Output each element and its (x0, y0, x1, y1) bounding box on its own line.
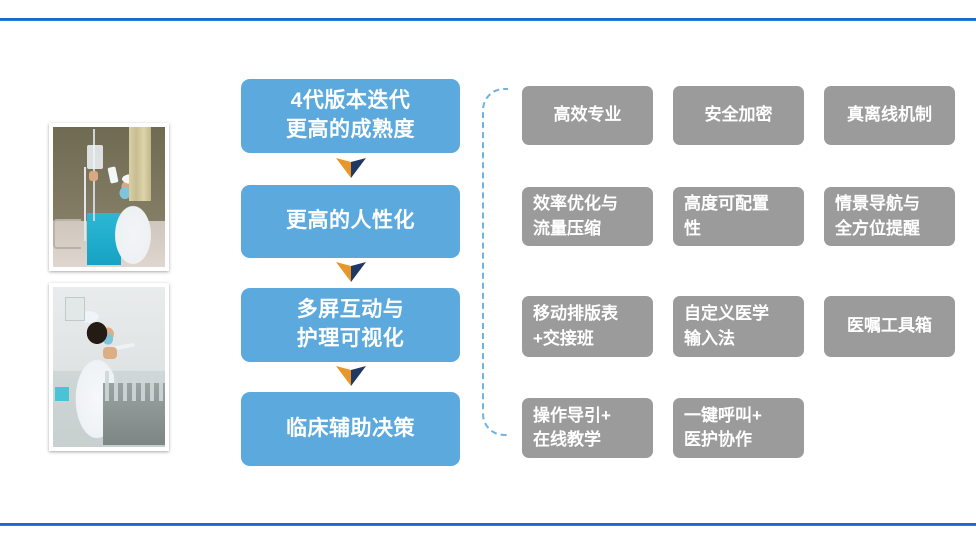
photo-nurse-iv (49, 123, 169, 271)
chevron-down-icon-2 (336, 262, 366, 282)
flow-step-1[interactable]: 4代版本迭代更高的成熟度 (241, 79, 460, 153)
bed-rail (53, 219, 81, 249)
flow-step-4[interactable]: 临床辅助决策 (241, 392, 460, 466)
feature-box-label: 安全加密 (704, 105, 773, 125)
flow-step-3[interactable]: 多屏互动与护理可视化 (241, 288, 460, 362)
nurse-hand (89, 171, 98, 181)
feature-box-label: 情景导航与全方位提醒 (835, 194, 920, 238)
flow-step-1-label: 4代版本迭代更高的成熟度 (286, 89, 415, 141)
feature-box-label: 操作导引+在线教学 (533, 405, 611, 449)
feature-box-r1-c1[interactable]: 高效专业 (522, 86, 653, 145)
feature-box-r3-c2[interactable]: 自定义医学输入法 (673, 296, 804, 357)
flow-step-4-label: 临床辅助决策 (286, 416, 415, 440)
feature-box-r1-c2[interactable]: 安全加密 (673, 86, 804, 145)
feature-box-r2-c3[interactable]: 情景导航与全方位提醒 (824, 187, 955, 246)
dashed-bracket-connector (482, 88, 508, 436)
feature-box-r4-c2[interactable]: 一键呼叫+医护协作 (673, 398, 804, 458)
iv-bag (87, 145, 103, 169)
handheld-scanner (107, 166, 119, 184)
feature-box-r3-c3[interactable]: 医嘱工具箱 (824, 296, 955, 357)
waste-bin (55, 387, 69, 401)
flow-step-2-label: 更高的人性化 (286, 209, 415, 233)
medication-vials (105, 371, 163, 401)
chevron-down-icon-3 (336, 366, 366, 386)
feature-box-label: 高效专业 (553, 105, 622, 125)
curtain (129, 127, 151, 201)
feature-box-label: 医嘱工具箱 (847, 316, 932, 336)
feature-box-label: 高度可配置性 (684, 194, 769, 238)
feature-box-label: 真离线机制 (847, 105, 932, 125)
feature-box-r2-c2[interactable]: 高度可配置性 (673, 187, 804, 246)
flow-step-3-label: 多屏互动与护理可视化 (296, 298, 405, 350)
wall-frame (65, 297, 85, 321)
chevron-down-icon-1 (336, 158, 366, 178)
top-divider-rule (0, 18, 976, 21)
photo-nurse-iv-image (53, 127, 165, 267)
feature-box-label: 移动排版表+交接班 (533, 304, 618, 348)
feature-box-r1-c3[interactable]: 真离线机制 (824, 86, 955, 145)
flow-step-2[interactable]: 更高的人性化 (241, 185, 460, 258)
nurse-hands (103, 347, 117, 359)
photo-nurse-medication (49, 283, 169, 451)
photo-nurse-medication-image (53, 287, 165, 447)
feature-box-r4-c1[interactable]: 操作导引+在线教学 (522, 398, 653, 458)
iv-tube (84, 167, 86, 241)
bottom-divider-rule (0, 523, 976, 526)
feature-box-label: 自定义医学输入法 (684, 304, 769, 348)
feature-box-r3-c1[interactable]: 移动排版表+交接班 (522, 296, 653, 357)
feature-box-r2-c1[interactable]: 效率优化与流量压缩 (522, 187, 653, 246)
feature-box-label: 效率优化与流量压缩 (533, 194, 618, 238)
feature-box-label: 一键呼叫+医护协作 (684, 405, 762, 449)
